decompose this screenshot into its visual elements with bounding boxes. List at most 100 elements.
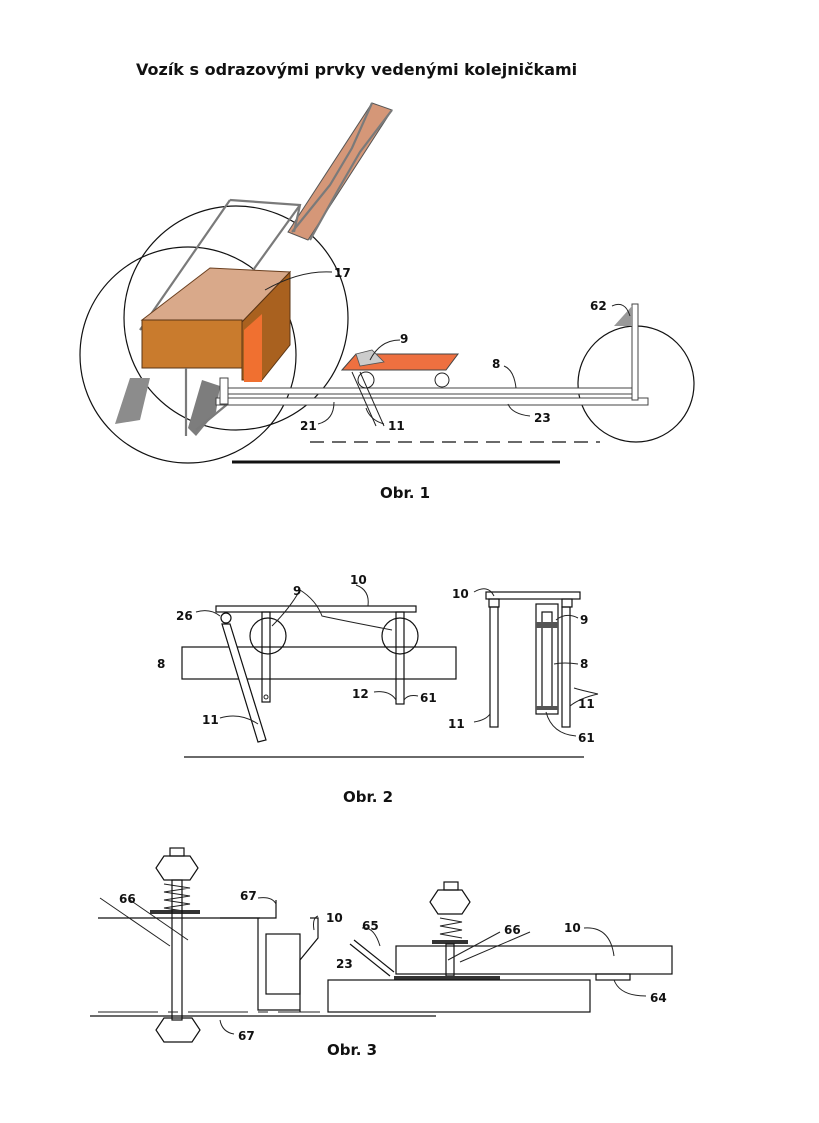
- label-8a: 8: [157, 657, 165, 671]
- front-post-62: [631, 303, 639, 401]
- profile-67-body: [257, 918, 300, 1011]
- bolt-66-right: [445, 943, 455, 977]
- leader-9b: [555, 614, 579, 621]
- leader-67a: [257, 897, 277, 905]
- leader-10c: [313, 915, 319, 931]
- bottom-nut-left: [155, 1017, 201, 1043]
- arm-11-side: [221, 623, 267, 743]
- top-plate-10-front: [485, 591, 581, 600]
- label-21: 21: [300, 419, 317, 433]
- nut-left: [488, 598, 500, 608]
- scraper-65b: [353, 939, 395, 973]
- label-66a: 66: [119, 892, 136, 906]
- rail-post: [219, 377, 229, 405]
- backrest-strut: [229, 198, 302, 233]
- label-12: 12: [352, 687, 369, 701]
- figure-1: 17 9 8 62 21 11 23: [79, 102, 695, 464]
- label-8b: 8: [580, 657, 588, 671]
- washer-right: [432, 940, 468, 944]
- nut-right: [561, 598, 573, 608]
- carriage-wheel-1: [357, 371, 375, 389]
- caption-figure-2: Obr. 2: [343, 788, 394, 806]
- label-10c: 10: [326, 911, 343, 925]
- plate-10-right: [395, 945, 673, 975]
- profile-67-top: [220, 900, 277, 919]
- leg-left: [261, 611, 271, 703]
- leader-10a: [355, 584, 369, 607]
- leg-right-front: [561, 606, 571, 728]
- label-11a: 11: [202, 713, 219, 727]
- leader-10d: [583, 927, 615, 957]
- wheel-9-left: [249, 617, 287, 655]
- base-washer: [394, 976, 500, 980]
- leader-23: [507, 403, 531, 417]
- spacer-64: [595, 973, 631, 981]
- figure-3: 66 67 10 67 65 66 10 23 64: [90, 847, 673, 1043]
- leg-right-12: [395, 611, 405, 705]
- top-plate-10: [215, 605, 417, 613]
- label-26: 26: [176, 609, 193, 623]
- leader-10b: [473, 588, 495, 597]
- handle-frame-2: [309, 109, 393, 241]
- label-61a: 61: [420, 691, 437, 705]
- label-9: 9: [400, 332, 408, 346]
- rail-top-8: [221, 387, 637, 395]
- plow-blade-left: [115, 378, 150, 424]
- figure-2: 10 9 26 8 12 61 11 10 9 8 11 11 61: [157, 573, 599, 758]
- leader-66a: [99, 897, 189, 947]
- spring-left: [163, 883, 191, 913]
- label-8: 8: [492, 357, 500, 371]
- leader-12: [373, 691, 397, 701]
- scraper-65: [349, 943, 391, 977]
- caption-figure-1: Obr. 1: [380, 484, 431, 502]
- leg-left-pin: [263, 694, 269, 700]
- leader-9: [369, 339, 401, 361]
- label-67b: 67: [238, 1029, 255, 1043]
- box-front: [141, 319, 243, 369]
- hinge-26: [220, 612, 232, 624]
- handle-frame: [291, 102, 374, 233]
- label-66b: 66: [504, 923, 521, 937]
- label-23: 23: [534, 411, 551, 425]
- label-67a: 67: [240, 889, 257, 903]
- plow-blade-right: [188, 380, 220, 436]
- front-post-bracket: [614, 306, 632, 326]
- page-title: Vozík s odrazovými prvky vedenými kolejn…: [136, 60, 578, 79]
- backrest-bar: [139, 199, 231, 331]
- label-62: 62: [590, 299, 607, 313]
- leader-8b: [553, 662, 579, 665]
- leader-26: [195, 610, 221, 617]
- rail-23-right: [327, 979, 591, 1013]
- label-61b: 61: [578, 731, 595, 745]
- wheel-9-right: [381, 617, 419, 655]
- plow-arm: [195, 401, 231, 431]
- leader-9a: [271, 589, 393, 631]
- top-nut-cap: [169, 847, 185, 857]
- leader-65: [361, 927, 381, 947]
- leader-17: [264, 271, 333, 291]
- top-nut-right-cap: [443, 881, 459, 891]
- leader-11: [365, 407, 385, 425]
- carriage-arm-11b: [359, 371, 385, 427]
- label-10b: 10: [452, 587, 469, 601]
- carriage-detail: [355, 349, 385, 367]
- leader-61a: [403, 695, 419, 701]
- top-nut-left: [155, 855, 199, 881]
- leader-8: [503, 365, 517, 389]
- rail-bottom-23: [215, 397, 649, 406]
- leader-11b: [473, 713, 491, 723]
- carriage-wheel-2: [434, 372, 450, 388]
- label-64: 64: [650, 991, 667, 1005]
- caption-figure-3: Obr. 3: [327, 1041, 378, 1059]
- lower-band: [536, 706, 558, 710]
- leader-62: [611, 303, 631, 317]
- bracket-9: [535, 603, 559, 715]
- label-9a: 9: [293, 584, 301, 598]
- leader-11c: [569, 687, 599, 707]
- seat-back-panel: [287, 102, 393, 241]
- rail-8-side: [181, 646, 457, 680]
- label-23b: 23: [336, 957, 353, 971]
- leg-11-front: [489, 606, 499, 728]
